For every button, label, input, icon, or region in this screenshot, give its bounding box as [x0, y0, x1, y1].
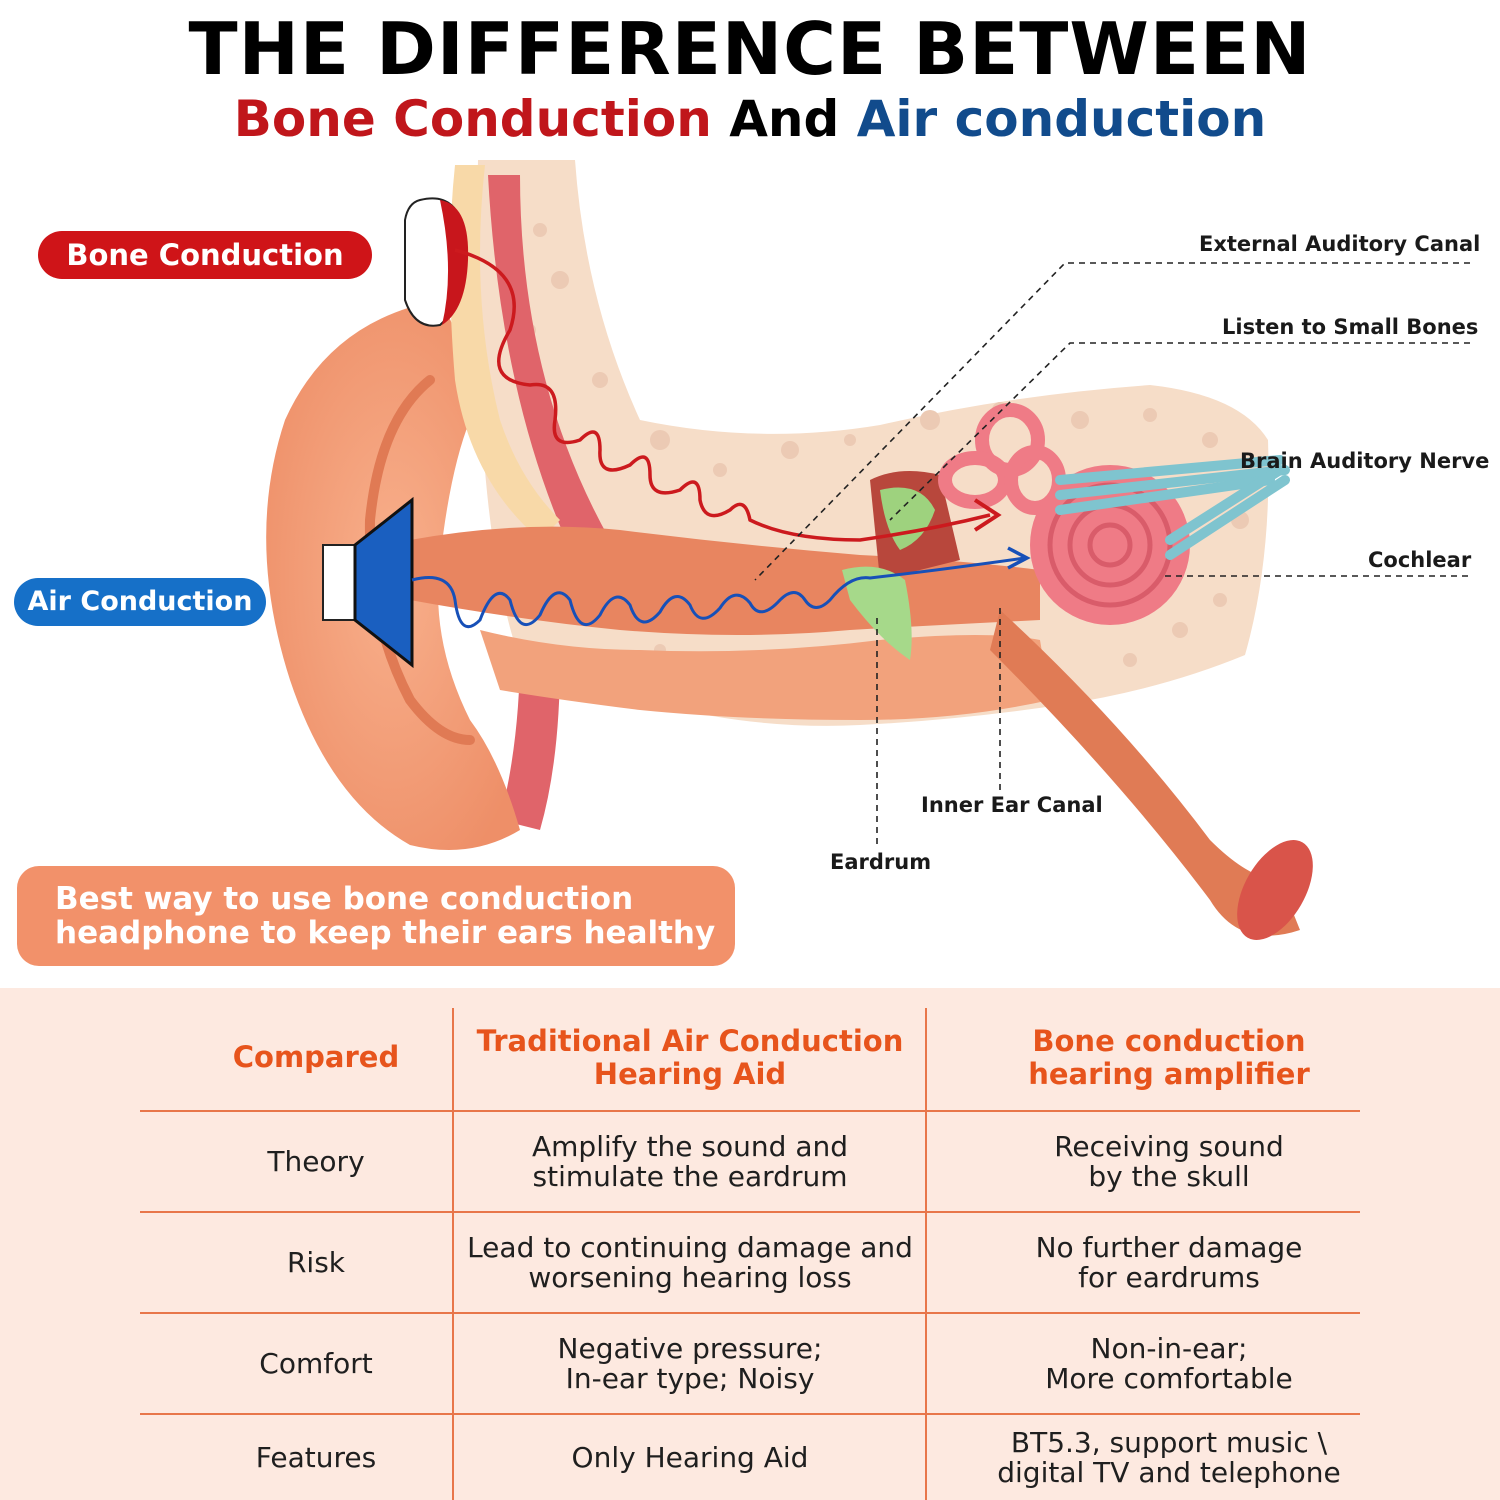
- row-comfort-label: Comfort: [180, 1315, 452, 1413]
- row-risk-label: Risk: [180, 1214, 452, 1312]
- header-bone-line-1: Bone conduction: [1032, 1023, 1306, 1058]
- table-column-divider: [452, 1008, 454, 1500]
- header-compared: Compared: [180, 1010, 452, 1105]
- cell-text: digital TV and telephone: [997, 1456, 1341, 1489]
- cell-text: Features: [255, 1441, 377, 1474]
- row-features-bone: BT5.3, support music \digital TV and tel…: [928, 1416, 1410, 1500]
- eustachian-tube-opening: [1237, 840, 1313, 940]
- cell-text: Amplify the sound and: [531, 1130, 848, 1163]
- subtitle-air: Air conduction: [856, 90, 1267, 148]
- row-comfort-air: Negative pressure;In-ear type; Noisy: [455, 1315, 925, 1413]
- bone-conduction-device-pad: [440, 200, 469, 325]
- table-divider: [140, 1312, 1360, 1314]
- header-air-line-2: Hearing Aid: [593, 1056, 787, 1091]
- row-theory-label: Theory: [180, 1113, 452, 1211]
- eustachian-tube: [990, 610, 1300, 936]
- bone-conduction-wave: [454, 248, 991, 542]
- label-eardrum: Eardrum: [830, 850, 932, 874]
- ear-anatomy-illustration: [266, 160, 1470, 940]
- cell-text: for eardrums: [1078, 1261, 1260, 1294]
- cell-text: Comfort: [259, 1347, 373, 1380]
- air-conduction-arrow-icon: [1007, 546, 1031, 570]
- bone-conduction-arrow-icon: [973, 498, 1002, 532]
- label-external-auditory-canal: External Auditory Canal: [1199, 232, 1481, 256]
- cell-text: Only Hearing Aid: [571, 1441, 809, 1474]
- air-conduction-pill: Air Conduction: [14, 578, 266, 626]
- cell-text: No further damage: [1035, 1231, 1303, 1264]
- cell-text: worsening hearing loss: [528, 1261, 852, 1294]
- air-conduction-wave: [411, 556, 1026, 629]
- usage-callout: Best way to use bone conduction headphon…: [17, 866, 735, 966]
- cell-text: More comfortable: [1045, 1362, 1293, 1395]
- bone-conduction-pill: Bone Conduction: [38, 231, 372, 279]
- table-divider: [140, 1413, 1360, 1415]
- cell-text: Theory: [267, 1145, 365, 1178]
- page-title: THE DIFFERENCE BETWEEN: [188, 7, 1312, 91]
- air-conduction-earbud-icon: [353, 496, 414, 669]
- muscle-strip: [488, 175, 610, 560]
- header-bone-conduction: Bone conduction hearing amplifier: [928, 1010, 1410, 1105]
- cell-text: BT5.3, support music \: [1010, 1426, 1328, 1459]
- label-small-bones: Listen to Small Bones: [1222, 315, 1479, 339]
- header-compared-text: Compared: [232, 1040, 400, 1074]
- eardrum-membrane: [842, 566, 912, 660]
- auditory-nerve: [1055, 455, 1290, 560]
- label-brain-auditory-nerve: Brain Auditory Nerve: [1240, 449, 1490, 473]
- row-features-air: Only Hearing Aid: [455, 1416, 925, 1500]
- table-divider: [140, 1110, 1360, 1112]
- subtitle-and: And: [711, 90, 857, 148]
- header-bone-line-2: hearing amplifier: [1028, 1056, 1310, 1091]
- cell-text: Non-in-ear;: [1090, 1332, 1248, 1365]
- row-comfort-bone: Non-in-ear;More comfortable: [928, 1315, 1410, 1413]
- table-divider: [140, 1211, 1360, 1213]
- cell-text: In-ear type; Noisy: [565, 1362, 815, 1395]
- cell-text: by the skull: [1088, 1160, 1250, 1193]
- callout-line-2: headphone to keep their ears healthy: [55, 915, 716, 951]
- cell-text: Receiving sound: [1054, 1130, 1284, 1163]
- leader-lines: [754, 262, 1470, 845]
- label-inner-ear-canal: Inner Ear Canal: [921, 793, 1103, 817]
- cell-text: Risk: [286, 1246, 346, 1279]
- table-column-divider: [925, 1008, 927, 1500]
- callout-line-1: Best way to use bone conduction: [55, 881, 634, 917]
- cell-text: stimulate the eardrum: [532, 1160, 848, 1193]
- subtitle-bone: Bone Conduction: [233, 90, 712, 148]
- header-air-conduction: Traditional Air Conduction Hearing Aid: [455, 1010, 925, 1105]
- page-subtitle: Bone Conduction And Air conduction: [0, 88, 1500, 150]
- cell-text: Negative pressure;: [557, 1332, 823, 1365]
- label-cochlear: Cochlear: [1368, 548, 1472, 572]
- header-air-line-1: Traditional Air Conduction: [476, 1023, 904, 1058]
- row-features-label: Features: [180, 1416, 452, 1500]
- cell-text: Lead to continuing damage and: [467, 1231, 913, 1264]
